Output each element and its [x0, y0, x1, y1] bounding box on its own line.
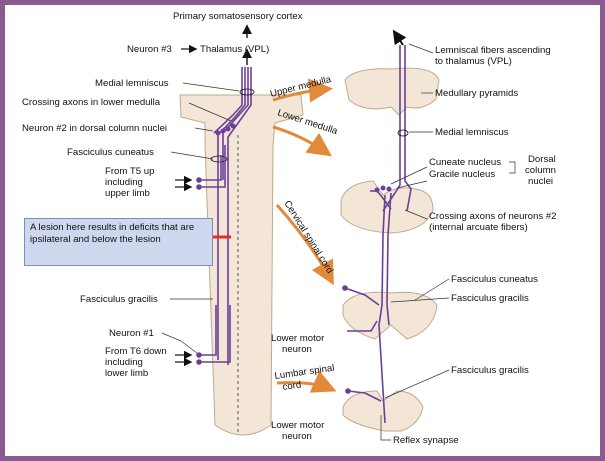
medial-lemniscus-label: Medial lemniscus	[95, 78, 169, 89]
lower-medulla-label: Lower medulla	[276, 107, 339, 137]
crossing-neurons2-line2: (internal arcuate fibers)	[429, 222, 528, 233]
neuron2-label: Neuron #2 in dorsal column nuclei	[22, 123, 167, 134]
lemniscal-line2: to thalamus (VPL)	[435, 56, 512, 67]
lower-motor-line2: neuron	[282, 344, 312, 355]
from-t5-line3: upper limb	[105, 188, 150, 199]
lesion-note: A lesion here results in deficits that a…	[24, 218, 213, 266]
fasciculus-gracilis-right2-label: Fasciculus gracilis	[451, 365, 529, 376]
neuron1-label: Neuron #1	[109, 328, 154, 339]
medial-lemniscus-right-label: Medial lemniscus	[435, 127, 509, 138]
lemniscal-line1: Lemniscal fibers ascending	[435, 45, 551, 56]
cervical-entry-neuron	[342, 285, 348, 291]
neuron1-upper-body	[196, 177, 202, 183]
fasciculus-cuneatus-label: Fasciculus cuneatus	[67, 147, 154, 158]
upper-medulla-section	[345, 68, 439, 115]
from-t6-line2: including	[105, 357, 143, 368]
from-t6-line1: From T6 down	[105, 346, 167, 357]
neuron3-label: Neuron #3	[127, 44, 172, 55]
lumbar-line1: Lumbar spinal	[274, 363, 335, 382]
cortex-label: Primary somatosensory cortex	[173, 11, 303, 22]
input-arrows	[175, 180, 190, 362]
neuron1-lower-body	[196, 352, 202, 358]
dorsal-line1: Dorsal	[528, 154, 556, 165]
lower-motor-line1: Lower motor	[271, 333, 325, 344]
medullary-pyramids-label: Medullary pyramids	[435, 88, 518, 99]
lumbar-line2: cord	[282, 379, 302, 392]
gracile-nucleus-label: Gracile nucleus	[429, 169, 495, 180]
from-t5-line2: including	[105, 177, 143, 188]
neuron1-upper-body2	[196, 184, 202, 190]
from-t6-line3: lower limb	[105, 368, 148, 379]
cervical-label: Cervical spinal cord	[281, 199, 335, 276]
lower-motor2-line1: Lower motor	[271, 420, 325, 431]
crossing-neurons2-line1: Crossing axons of neurons #2	[429, 211, 556, 222]
fasciculus-gracilis-right-label: Fasciculus gracilis	[451, 293, 529, 304]
neuron1-lower-body2	[196, 359, 202, 365]
fasciculus-cuneatus-right-label: Fasciculus cuneatus	[451, 274, 538, 285]
fasciculus-gracilis-label: Fasciculus gracilis	[80, 294, 158, 305]
cuneate-nucleus-label: Cuneate nucleus	[429, 157, 501, 168]
dorsal-line2: column	[525, 165, 556, 176]
dorsal-line3: nuclei	[528, 176, 553, 187]
thalamus-label: Thalamus (VPL)	[200, 44, 269, 55]
reflex-synapse-label: Reflex synapse	[393, 435, 459, 446]
lower-motor2-line2: neuron	[282, 431, 312, 442]
cervical-section	[343, 292, 437, 339]
lumbar-entry-neuron	[345, 388, 351, 394]
from-t5-line1: From T5 up	[105, 166, 154, 177]
lemniscal-arrow	[395, 33, 403, 45]
crossing-axons-label: Crossing axons in lower medulla	[22, 97, 161, 108]
